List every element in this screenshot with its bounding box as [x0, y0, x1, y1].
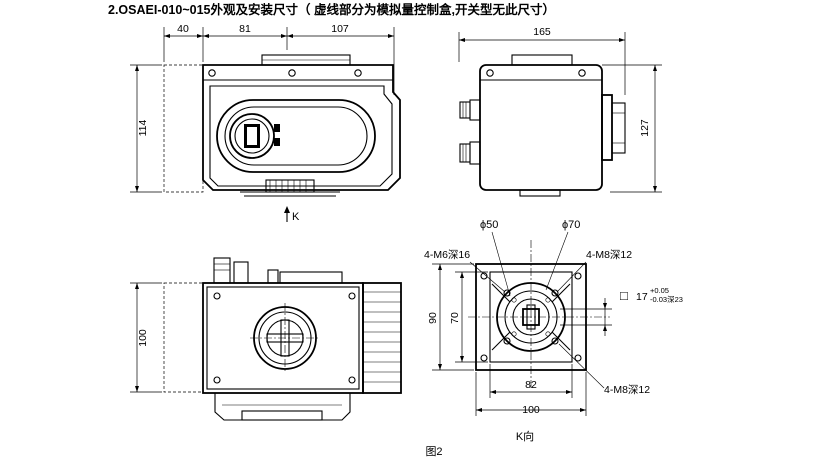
dim-front-114: 114	[137, 119, 149, 136]
side-view: 165 127	[458, 26, 662, 197]
k-view: ϕ50 ϕ70 4-M6深16 4-M8深12 □ 17 +0.05 -0.03…	[424, 219, 683, 443]
k-bolt-m8-bottom: 4-M8深12	[604, 384, 650, 396]
dim-side-127: 127	[639, 119, 651, 137]
k-phi50: ϕ50	[480, 219, 498, 231]
bottom-view: 100	[130, 257, 402, 421]
dim-bottom-100: 100	[137, 329, 149, 347]
k-tol-upper: +0.05	[650, 286, 669, 295]
dim-front-81: 81	[239, 23, 251, 35]
k-view-label: K向	[516, 429, 534, 443]
k-arrow-label: K	[292, 211, 300, 223]
dim-front-107: 107	[331, 23, 349, 35]
k-tol-lower: -0.03深23	[650, 295, 683, 304]
dim-side-165: 165	[533, 26, 551, 38]
drawing-title: 2.OSAEI-010~015外观及安装尺寸（ 虚线部分为模拟量控制盒,开关型无…	[108, 2, 555, 17]
k-square-symbol: □	[620, 288, 628, 303]
front-view: 40 81 107 114	[130, 23, 401, 223]
k-bolt-m6: 4-M6深16	[424, 249, 470, 261]
figure-label: 图2	[425, 445, 442, 458]
k-dim-82: 82	[525, 379, 537, 391]
k-dim-100: 100	[522, 404, 540, 416]
k-dim-90: 90	[427, 312, 439, 324]
k-bolt-m8-top: 4-M8深12	[586, 249, 632, 261]
k-phi70: ϕ70	[562, 219, 580, 231]
k-square-size: 17	[636, 291, 648, 303]
dim-front-40: 40	[177, 23, 189, 35]
k-dim-70: 70	[449, 312, 461, 324]
